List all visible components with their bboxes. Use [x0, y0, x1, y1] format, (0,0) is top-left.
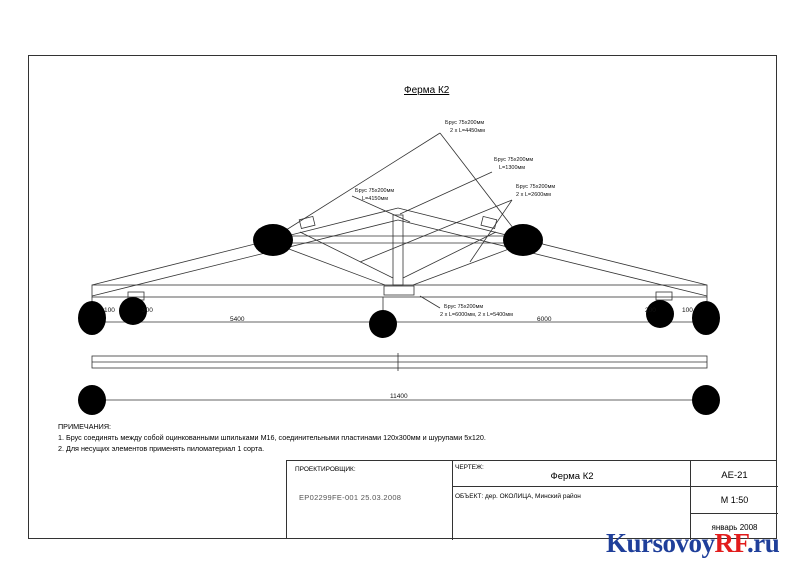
dim-right-span: 6000: [537, 316, 552, 323]
right-rafter-bottom: [397, 219, 708, 297]
blot-9: [692, 385, 720, 415]
callout-bottom-line1: Брус 75х200мм: [444, 304, 483, 310]
callout-right2-line1: Брус 75х200мм: [516, 184, 555, 190]
designer-cell: ПРОЕКТИРОВЩИК: ЕР02299FE-001 25.03.2008: [287, 461, 453, 540]
callout-bottom-line2: 2 х L=6000мм, 2 х L=5400мм: [440, 312, 513, 318]
note-item-2: 2. Для несущих элементов применять пилом…: [58, 444, 265, 453]
scale-divider: [691, 513, 778, 514]
blot-8: [78, 385, 106, 415]
callout-right2-line2: 2 х L=2600мм: [516, 192, 551, 198]
notes-heading: ПРИМЕЧАНИЯ:: [58, 422, 112, 431]
dim-left-small-2: 300: [142, 307, 153, 314]
callout-mid-line1: Брус 75х200мм: [355, 188, 394, 194]
code-divider: [691, 486, 778, 487]
leader-right2-a: [469, 199, 513, 263]
leader-top-left: [274, 132, 441, 238]
plate-left: [298, 215, 316, 230]
leader-mid: [351, 195, 411, 223]
left-diagonal-b: [299, 231, 394, 279]
object-text: ОБЪЕКТ: дер. ОКОЛИЦА, Минский район: [455, 493, 581, 500]
drawing-title: Ферма К2: [404, 85, 450, 96]
designer-label: ПРОЕКТИРОВЩИК:: [295, 466, 356, 473]
plate-center: [383, 285, 415, 296]
drawing-scale: М 1:50: [720, 495, 749, 505]
left-rafter-bottom: [91, 219, 399, 297]
callout-mid-line2: L=4150мм: [362, 196, 388, 202]
dim-right-small-2: 100: [682, 307, 693, 314]
leader-bottom: [419, 295, 441, 309]
callout-right1-line1: Брус 75х200мм: [494, 157, 533, 163]
watermark-part1: Kursovoy: [606, 528, 715, 558]
dim-total: 11400: [390, 393, 408, 400]
right-diagonal-a: [402, 231, 497, 279]
callout-top-line2: 2 х L=4450мм: [450, 128, 485, 134]
right-rafter-top: [397, 207, 708, 286]
leader-right1: [399, 171, 493, 215]
dim-left-small-1: 100: [104, 307, 115, 314]
leader-top-right: [439, 132, 521, 238]
callout-right1-line2: L=1300мм: [499, 165, 525, 171]
drawing-divider: [453, 486, 691, 487]
code-cell: АЕ-21 М 1:50 январь 2008: [691, 461, 778, 540]
watermark-logo: KursovoyRF.ru: [606, 528, 780, 559]
blot-3: [78, 301, 106, 335]
notes-block: ПРИМЕЧАНИЯ: 1. Брус соединять между собо…: [58, 421, 486, 454]
drawing-code: АЕ-21: [721, 470, 748, 481]
support-plate-right: [655, 291, 673, 301]
designer-value: ЕР02299FE-001 25.03.2008: [299, 493, 402, 502]
blot-5: [369, 310, 397, 338]
drawing-name: Ферма К2: [550, 471, 594, 482]
drawing-frame: [28, 55, 777, 539]
leader-right2-b: [359, 199, 513, 263]
drawing-label: ЧЕРТЕЖ:: [455, 464, 484, 471]
blot-1: [253, 224, 293, 256]
blot-4: [119, 297, 147, 325]
note-item-1: 1. Брус соединять между собой оцинкованн…: [58, 433, 486, 442]
blot-2: [503, 224, 543, 256]
blot-6: [646, 300, 674, 328]
dim-right-small-1: 200: [645, 307, 656, 314]
watermark-part3: .ru: [747, 528, 780, 558]
dim-left-span: 5400: [230, 316, 245, 323]
watermark-part2: RF: [714, 528, 748, 558]
plate-right: [480, 215, 498, 230]
left-rafter-top: [91, 207, 399, 286]
blot-7: [692, 301, 720, 335]
drawing-cell: ЧЕРТЕЖ: Ферма К2 ОБЪЕКТ: дер. ОКОЛИЦА, М…: [453, 461, 691, 540]
king-post: [392, 214, 404, 286]
title-block: ПРОЕКТИРОВЩИК: ЕР02299FE-001 25.03.2008 …: [286, 460, 778, 540]
drawing-date: январь 2008: [711, 523, 758, 532]
callout-top-line1: Брус 75х200мм: [445, 120, 484, 126]
